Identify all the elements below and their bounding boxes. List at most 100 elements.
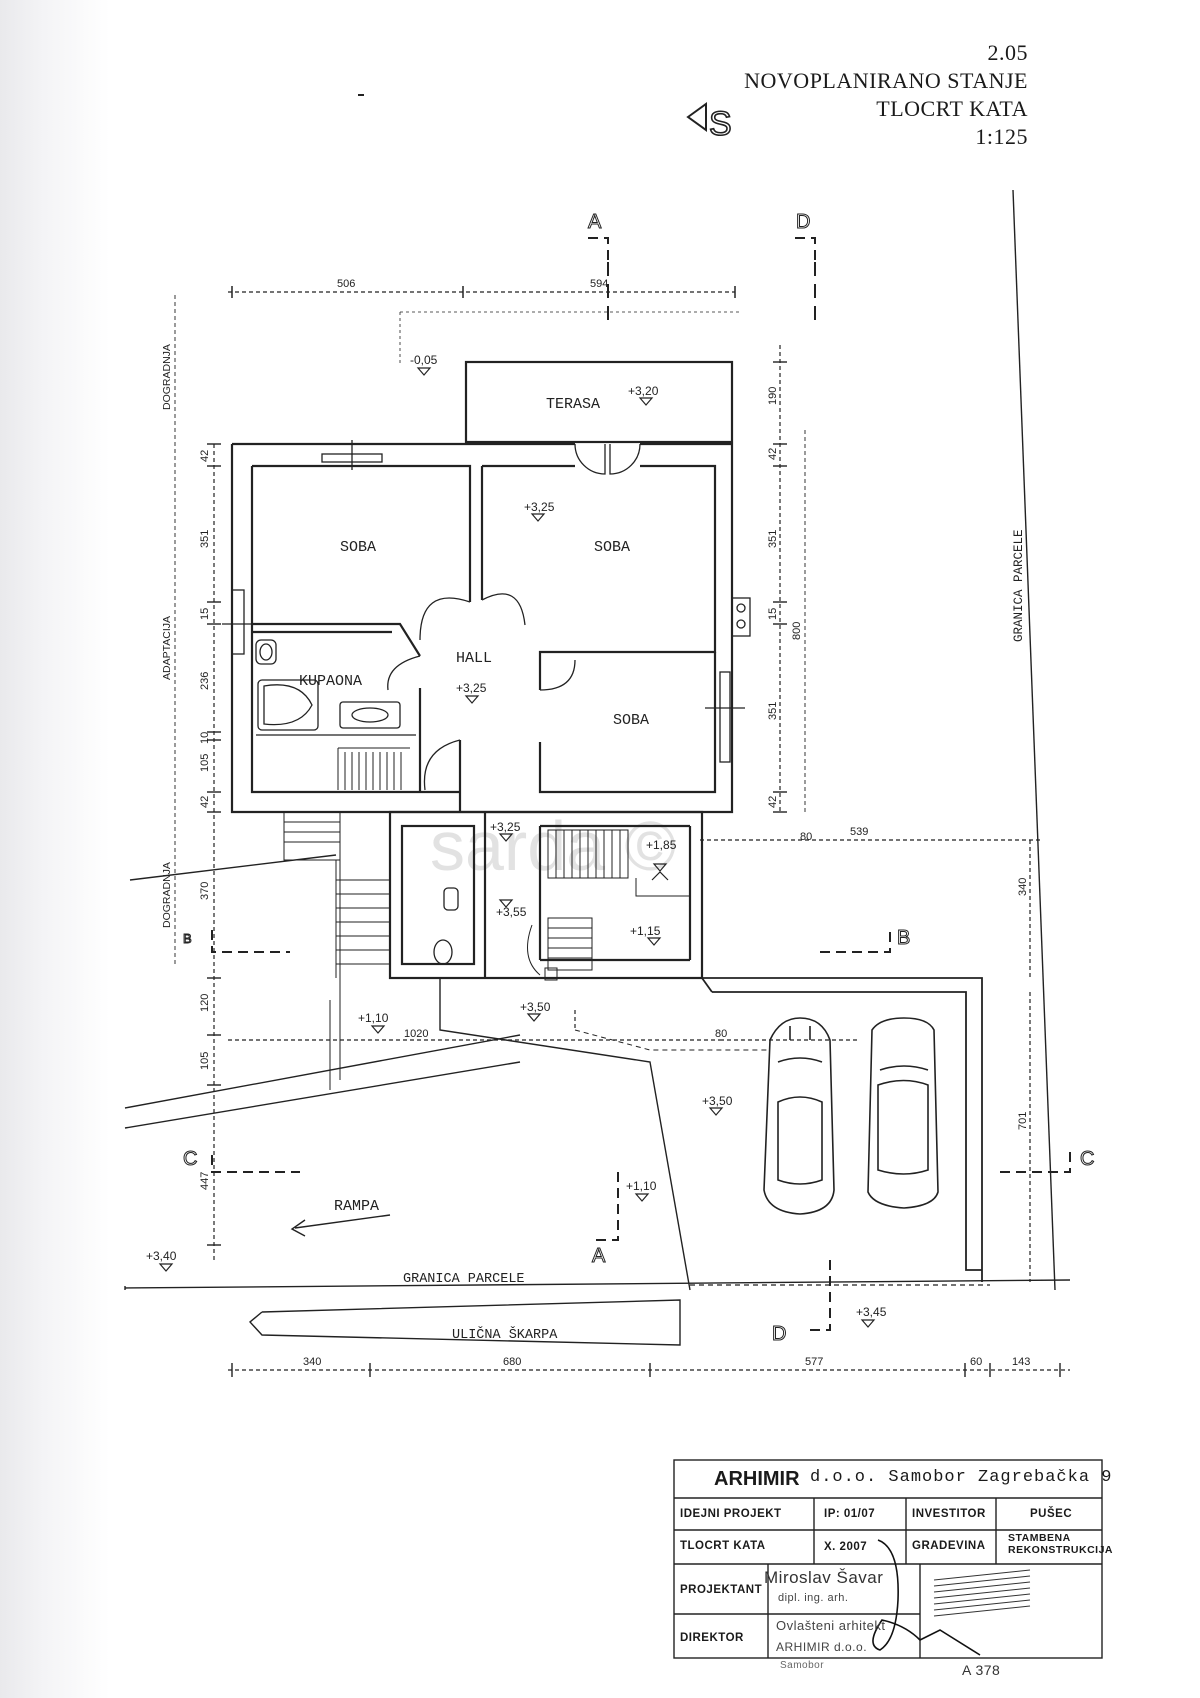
- level-text: +3,55: [496, 905, 527, 919]
- room-kupaona: KUPAONA: [299, 673, 362, 690]
- dimension-text: 340: [1017, 878, 1029, 896]
- dimension-text: 15: [767, 608, 779, 620]
- level-text: +1,85: [646, 838, 677, 852]
- dimension-text: 577: [805, 1356, 823, 1368]
- dimension-text: 340: [303, 1356, 321, 1368]
- dimension-text: 15: [199, 608, 211, 620]
- dimension-text: 80: [715, 1028, 727, 1040]
- building-type-line: STAMBENA: [1008, 1532, 1071, 1544]
- scan-shadow: [0, 0, 110, 1698]
- side-label-adaptacija: ADAPTACIJA: [161, 616, 173, 680]
- title-block: [673, 1459, 1103, 1659]
- drawing-subtitle: TLOCRT KATA: [876, 96, 1028, 121]
- projektant-name: Miroslav Šavar: [764, 1568, 884, 1587]
- label-granica-parcele-vertical: GRANICA PARCELE: [1012, 529, 1026, 642]
- room-hall: HALL: [456, 650, 492, 667]
- stamp-text: Ovlašteni arhitekt: [776, 1618, 886, 1633]
- dimension-text: 105: [199, 1052, 211, 1070]
- projektant-title: dipl. ing. arh.: [778, 1592, 849, 1604]
- dimension-text: 539: [850, 826, 868, 838]
- investor-label: INVESTITOR: [912, 1508, 986, 1520]
- room-terasa: TERASA: [546, 396, 600, 413]
- dimension-text: 506: [337, 278, 355, 290]
- level-text: +3,20: [628, 384, 659, 398]
- dimension-text: 42: [767, 448, 779, 460]
- dimension-text: 351: [767, 702, 779, 720]
- project-number: IP: 01/07: [824, 1508, 876, 1520]
- dimension-text: 447: [199, 1172, 211, 1190]
- side-label-dogradnja: DOGRADNJA: [161, 862, 173, 928]
- car-icon: [763, 1017, 835, 1215]
- dimension-text: 351: [767, 530, 779, 548]
- signature: [872, 1539, 981, 1656]
- north-symbol: S: [709, 105, 732, 143]
- section-label-a: A: [592, 1245, 606, 1267]
- level-text: +3,25: [490, 820, 521, 834]
- stamp-text: ARHIMIR d.o.o.: [776, 1640, 868, 1654]
- stamp-icon: [933, 1569, 1031, 1617]
- building-label: GRADEVINA: [912, 1540, 986, 1552]
- dimension-text: 105: [199, 754, 211, 772]
- level-text: +3,40: [146, 1249, 177, 1263]
- dimension-text: 236: [199, 672, 211, 690]
- dimension-text: 370: [199, 882, 211, 900]
- label-granica-parcele: GRANICA PARCELE: [403, 1272, 525, 1287]
- project-phase: IDEJNI PROJEKT: [680, 1508, 782, 1520]
- dimension-text: 42: [199, 450, 211, 462]
- level-text: -0,05: [410, 353, 438, 367]
- building-type-line: REKONSTRUKCIJA: [1008, 1544, 1114, 1556]
- drawing-scale: 1:125: [975, 124, 1028, 149]
- dimension-text: 800: [791, 622, 803, 640]
- sheet-number: 2.05: [987, 40, 1028, 65]
- section-label-a: A: [588, 211, 602, 233]
- building-type: STAMBENA REKONSTRUKCIJA: [1008, 1532, 1113, 1556]
- section-label-d: D: [772, 1323, 786, 1345]
- dimension-text: 594: [590, 278, 608, 290]
- room-soba: SOBA: [340, 539, 376, 556]
- section-label-d: D: [796, 211, 810, 233]
- section-label-b: B: [897, 927, 910, 949]
- dimension-text: 190: [767, 387, 779, 405]
- car-icon: [867, 1017, 939, 1209]
- level-text: +3,25: [456, 681, 487, 695]
- dimension-text: 143: [1012, 1356, 1030, 1368]
- watermark: sarda ©: [430, 807, 676, 885]
- label-rampa: RAMPA: [334, 1198, 379, 1215]
- dimension-text: 680: [503, 1356, 521, 1368]
- investor-name: PUŠEC: [1030, 1508, 1073, 1520]
- room-soba: SOBA: [613, 712, 649, 729]
- drawing-name: TLOCRT KATA: [680, 1540, 766, 1552]
- room-soba: SOBA: [594, 539, 630, 556]
- side-label-dogradnja: DOGRADNJA: [161, 344, 173, 410]
- company-logo: ARHIMIR: [714, 1468, 800, 1490]
- direktor-label: DIREKTOR: [680, 1632, 744, 1644]
- dimension-text: 1020: [404, 1028, 428, 1040]
- projektant-label: PROJEKTANT: [680, 1584, 763, 1596]
- section-label-c: C: [183, 1148, 197, 1170]
- company-address: d.o.o. Samobor Zagrebačka 9: [810, 1468, 1113, 1487]
- dimension-text: 701: [1017, 1112, 1029, 1130]
- level-text: +1,10: [358, 1011, 389, 1025]
- drawing-title: NOVOPLANIRANO STANJE: [744, 68, 1028, 93]
- section-label-c: C: [1080, 1148, 1094, 1170]
- level-text: +3,25: [524, 500, 555, 514]
- dimension-text: 120: [199, 994, 211, 1012]
- level-text: +3,45: [856, 1305, 887, 1319]
- north-arrow-icon: S: [686, 102, 732, 144]
- dimension-text: 42: [767, 796, 779, 808]
- label-ulicna-skarpa: ULIČNA ŠKARPA: [452, 1327, 558, 1343]
- dimension-text: 10: [199, 732, 211, 744]
- dimension-text: 80: [800, 831, 812, 843]
- level-text: +1,10: [626, 1179, 657, 1193]
- stamp-text: Samobor: [780, 1660, 825, 1671]
- level-text: +3,50: [702, 1094, 733, 1108]
- section-label-b: B: [183, 931, 192, 946]
- stamp-number: A 378: [962, 1662, 1001, 1678]
- dimension-text: 60: [970, 1356, 982, 1368]
- drawing-date: X. 2007: [824, 1541, 868, 1553]
- dimension-text: 42: [199, 796, 211, 808]
- level-text: +1,15: [630, 924, 661, 938]
- level-text: +3,50: [520, 1000, 551, 1014]
- dimension-text: 351: [199, 530, 211, 548]
